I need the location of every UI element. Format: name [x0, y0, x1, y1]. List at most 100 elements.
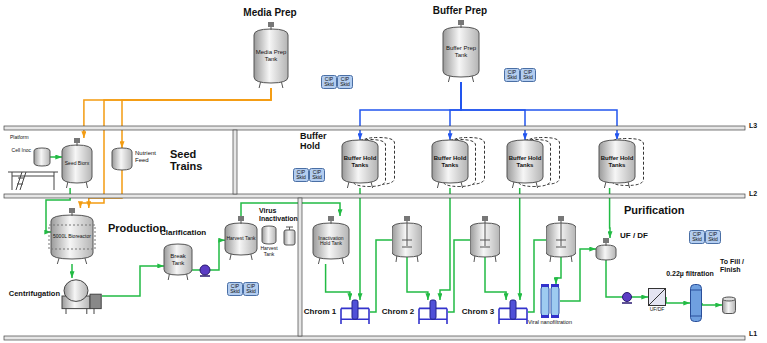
label-holder: Purification: [624, 204, 685, 216]
buffer-hold-tank: Buffer Hold Tanks: [507, 140, 543, 188]
buffer-hold-tank: Buffer Hold Tanks: [599, 140, 635, 188]
tank-body: [262, 226, 276, 244]
label-holder: Seed Trains: [170, 148, 214, 172]
node-heading: 0.22µ filtration: [660, 270, 720, 278]
text-holder: CIP Skid: [228, 282, 242, 296]
text-holder: CIP Skid: [505, 68, 519, 82]
text-holder: CIP Skid: [706, 230, 720, 244]
node-text: Inactivation Hold Tank: [314, 236, 348, 247]
cip-skid-box: [690, 231, 705, 244]
node-text: Break Tank: [165, 253, 191, 266]
pipe-connector: [359, 188, 361, 300]
label-holder: Clarification: [160, 229, 206, 238]
cip-skid: CIP Skid: [520, 68, 536, 82]
node-text: 5000L Bioreactor: [53, 234, 91, 240]
agitator-motor: [268, 22, 274, 27]
floor-slab: [4, 194, 745, 198]
pipe-connector: [80, 88, 271, 208]
pipe-connector: [360, 82, 461, 140]
node-heading: Media Prep: [235, 7, 305, 18]
pipe-connector: [122, 88, 271, 148]
centrifuge: Centrifugation: [62, 278, 102, 314]
sterile-filter-shape: [690, 284, 702, 322]
pump-base: [200, 275, 210, 277]
node-text: Buffer Hold Tanks: [433, 155, 467, 168]
cip-skid-box: [244, 283, 259, 296]
pipe-connector: [519, 188, 521, 300]
text-holder: CIP Skid: [521, 68, 535, 82]
floor-slab: [4, 126, 745, 130]
node-heading: Viral nanofiltration: [525, 319, 575, 325]
agitator-motor: [603, 238, 609, 243]
node-text: CIP Skid: [244, 284, 258, 295]
buffer-hold-tank: Buffer Hold Tanks: [342, 140, 378, 188]
floor-slab: [4, 336, 745, 340]
prep-tank: Media PrepMedia Prep Tank: [254, 22, 288, 88]
pipe-connector: [89, 170, 122, 208]
tank-body: [34, 148, 50, 166]
node-heading: Buffer Prep: [425, 5, 495, 16]
text-holder: Cell Inoc: [3, 148, 31, 154]
cip-skid: CIP Skid: [293, 168, 309, 182]
agitator-motor: [69, 208, 75, 213]
chromatography-skid: Chrom 1: [340, 300, 370, 324]
cip-skid: CIP Skid: [504, 68, 520, 82]
tank-body: [443, 27, 479, 77]
tank-jacket: [49, 225, 95, 249]
ufdf-tank: UF / DF: [596, 238, 616, 260]
node-heading: Chrom 1: [302, 308, 338, 317]
area-label: Platform: [10, 135, 29, 141]
node-text: CIP Skid: [322, 77, 336, 88]
text-holder: CIP Skid: [338, 75, 352, 89]
node-heading: Chrom 2: [380, 308, 416, 317]
sterile-filter: 0.22µ filtration: [690, 284, 702, 322]
filter-column: [541, 286, 549, 316]
agitator-shaft: [461, 25, 462, 28]
label-holder: Production: [108, 222, 166, 234]
platform: [8, 172, 58, 190]
nanofilter: Viral nanofiltration: [540, 284, 560, 318]
feed-tank-shape: [112, 148, 132, 170]
text-holder: Media Prep Tank: [255, 29, 287, 83]
tank-body: [164, 244, 192, 275]
vessel-body: [723, 298, 736, 314]
cip-skid: CIP Skid: [309, 168, 325, 182]
ufdf-cassette-shape: [648, 288, 666, 306]
label-holder: Platform: [10, 135, 29, 141]
text-holder: CIP Skid: [322, 75, 336, 89]
prep-tank: Buffer PrepBuffer Prep Tank: [443, 20, 479, 82]
area-label: Clarification: [160, 229, 206, 238]
pipe-connector: [326, 264, 350, 300]
pipe-connector: [606, 260, 648, 297]
node-text: Media Prep Tank: [255, 49, 287, 62]
area-label: Virus Inactivation: [259, 207, 299, 222]
node-text: CIP Skid: [228, 284, 242, 295]
pipe-connector: [192, 240, 225, 270]
agitator-motor: [328, 216, 334, 221]
area-label: Production: [108, 222, 166, 234]
text-holder: Inactivation Hold Tank: [314, 223, 348, 259]
text-holder: Buffer Hold Tanks: [600, 140, 634, 183]
node-heading: Nutrient Feed: [135, 150, 163, 163]
chromatography-skid: Chrom 2: [418, 300, 448, 324]
node-heading: Chrom 3: [460, 308, 496, 317]
agitator-shaft: [331, 221, 332, 224]
node-text: Harvest Tank: [226, 236, 255, 242]
node-text: CIP Skid: [706, 232, 720, 243]
agitator-motor: [458, 20, 464, 25]
inactivation-tank: Inactivation Hold Tank: [313, 216, 349, 264]
tank-stack: [353, 138, 644, 187]
tank-body: [599, 140, 635, 183]
pump-symbol: [200, 265, 632, 303]
nanofilter-shape: [540, 284, 560, 318]
chromatography-skid: Chrom 3: [498, 300, 528, 324]
centrifuge-motor: [90, 294, 101, 308]
agitator-shaft: [606, 243, 607, 246]
text-holder: CIP Skid: [294, 168, 308, 182]
column: [352, 300, 358, 319]
node-text: CIP Skid: [505, 70, 519, 81]
cip-skid-box: [338, 76, 353, 89]
tank-body: [225, 223, 257, 255]
